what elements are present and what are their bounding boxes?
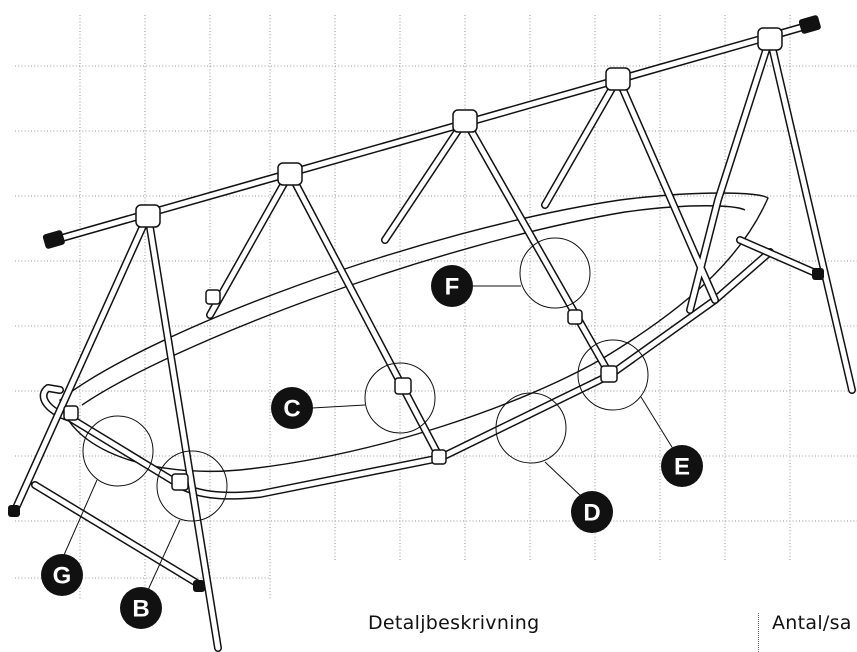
callout-circle-f bbox=[519, 237, 591, 309]
clamp-joint-upper-e bbox=[567, 309, 583, 325]
callout-badge-g: G bbox=[41, 554, 83, 596]
apex-joint-5 bbox=[757, 27, 783, 51]
footer-divider bbox=[758, 613, 759, 652]
end-cap-right bbox=[798, 15, 821, 34]
lower-loop-frame bbox=[39, 248, 774, 500]
callout-letter-g: G bbox=[53, 563, 72, 590]
clamp-joint-b bbox=[171, 473, 189, 491]
callout-letter-f: F bbox=[445, 274, 460, 301]
callout-badge-c: C bbox=[271, 387, 313, 429]
foot-cap-2 bbox=[193, 580, 205, 592]
callout-circle-e bbox=[577, 339, 649, 411]
clamp-joint-e bbox=[600, 365, 618, 383]
callout-circle-g bbox=[82, 415, 154, 487]
callout-badge-b: B bbox=[120, 587, 162, 629]
callout-circle-b bbox=[156, 450, 228, 522]
callout-leaders bbox=[63, 285, 676, 591]
apex-joint-4 bbox=[605, 67, 631, 91]
clamp-joint-left bbox=[205, 289, 221, 305]
callout-badge-d: D bbox=[571, 491, 613, 533]
callout-circle-d bbox=[495, 392, 567, 464]
callout-badge-f: F bbox=[431, 265, 473, 307]
quantity-header: Antal/sa bbox=[772, 612, 852, 634]
clamp-joint-c bbox=[394, 377, 412, 395]
callout-circle-c bbox=[364, 362, 436, 434]
end-cap-left bbox=[42, 230, 65, 249]
top-ridge-tube bbox=[42, 15, 821, 249]
callout-letter-c: C bbox=[283, 396, 300, 423]
apex-joint-3 bbox=[452, 109, 478, 133]
frame-joints bbox=[8, 27, 824, 592]
clamp-joint-d bbox=[431, 449, 447, 465]
callout-letter-b: B bbox=[132, 596, 149, 623]
foot-cap-1 bbox=[8, 505, 20, 517]
clamp-joint-g bbox=[63, 405, 79, 421]
apex-joint-2 bbox=[277, 162, 303, 186]
foot-cap-3 bbox=[812, 268, 824, 280]
frame-legs bbox=[11, 34, 856, 652]
apex-joint-1 bbox=[135, 204, 161, 228]
callout-badge-e: E bbox=[661, 445, 703, 487]
callout-circles bbox=[82, 237, 649, 522]
callout-letter-e: E bbox=[674, 454, 690, 481]
callout-letter-d: D bbox=[583, 500, 600, 527]
detail-description-header: Detaljbeskrivning bbox=[368, 612, 540, 634]
dotted-grid bbox=[15, 15, 857, 600]
